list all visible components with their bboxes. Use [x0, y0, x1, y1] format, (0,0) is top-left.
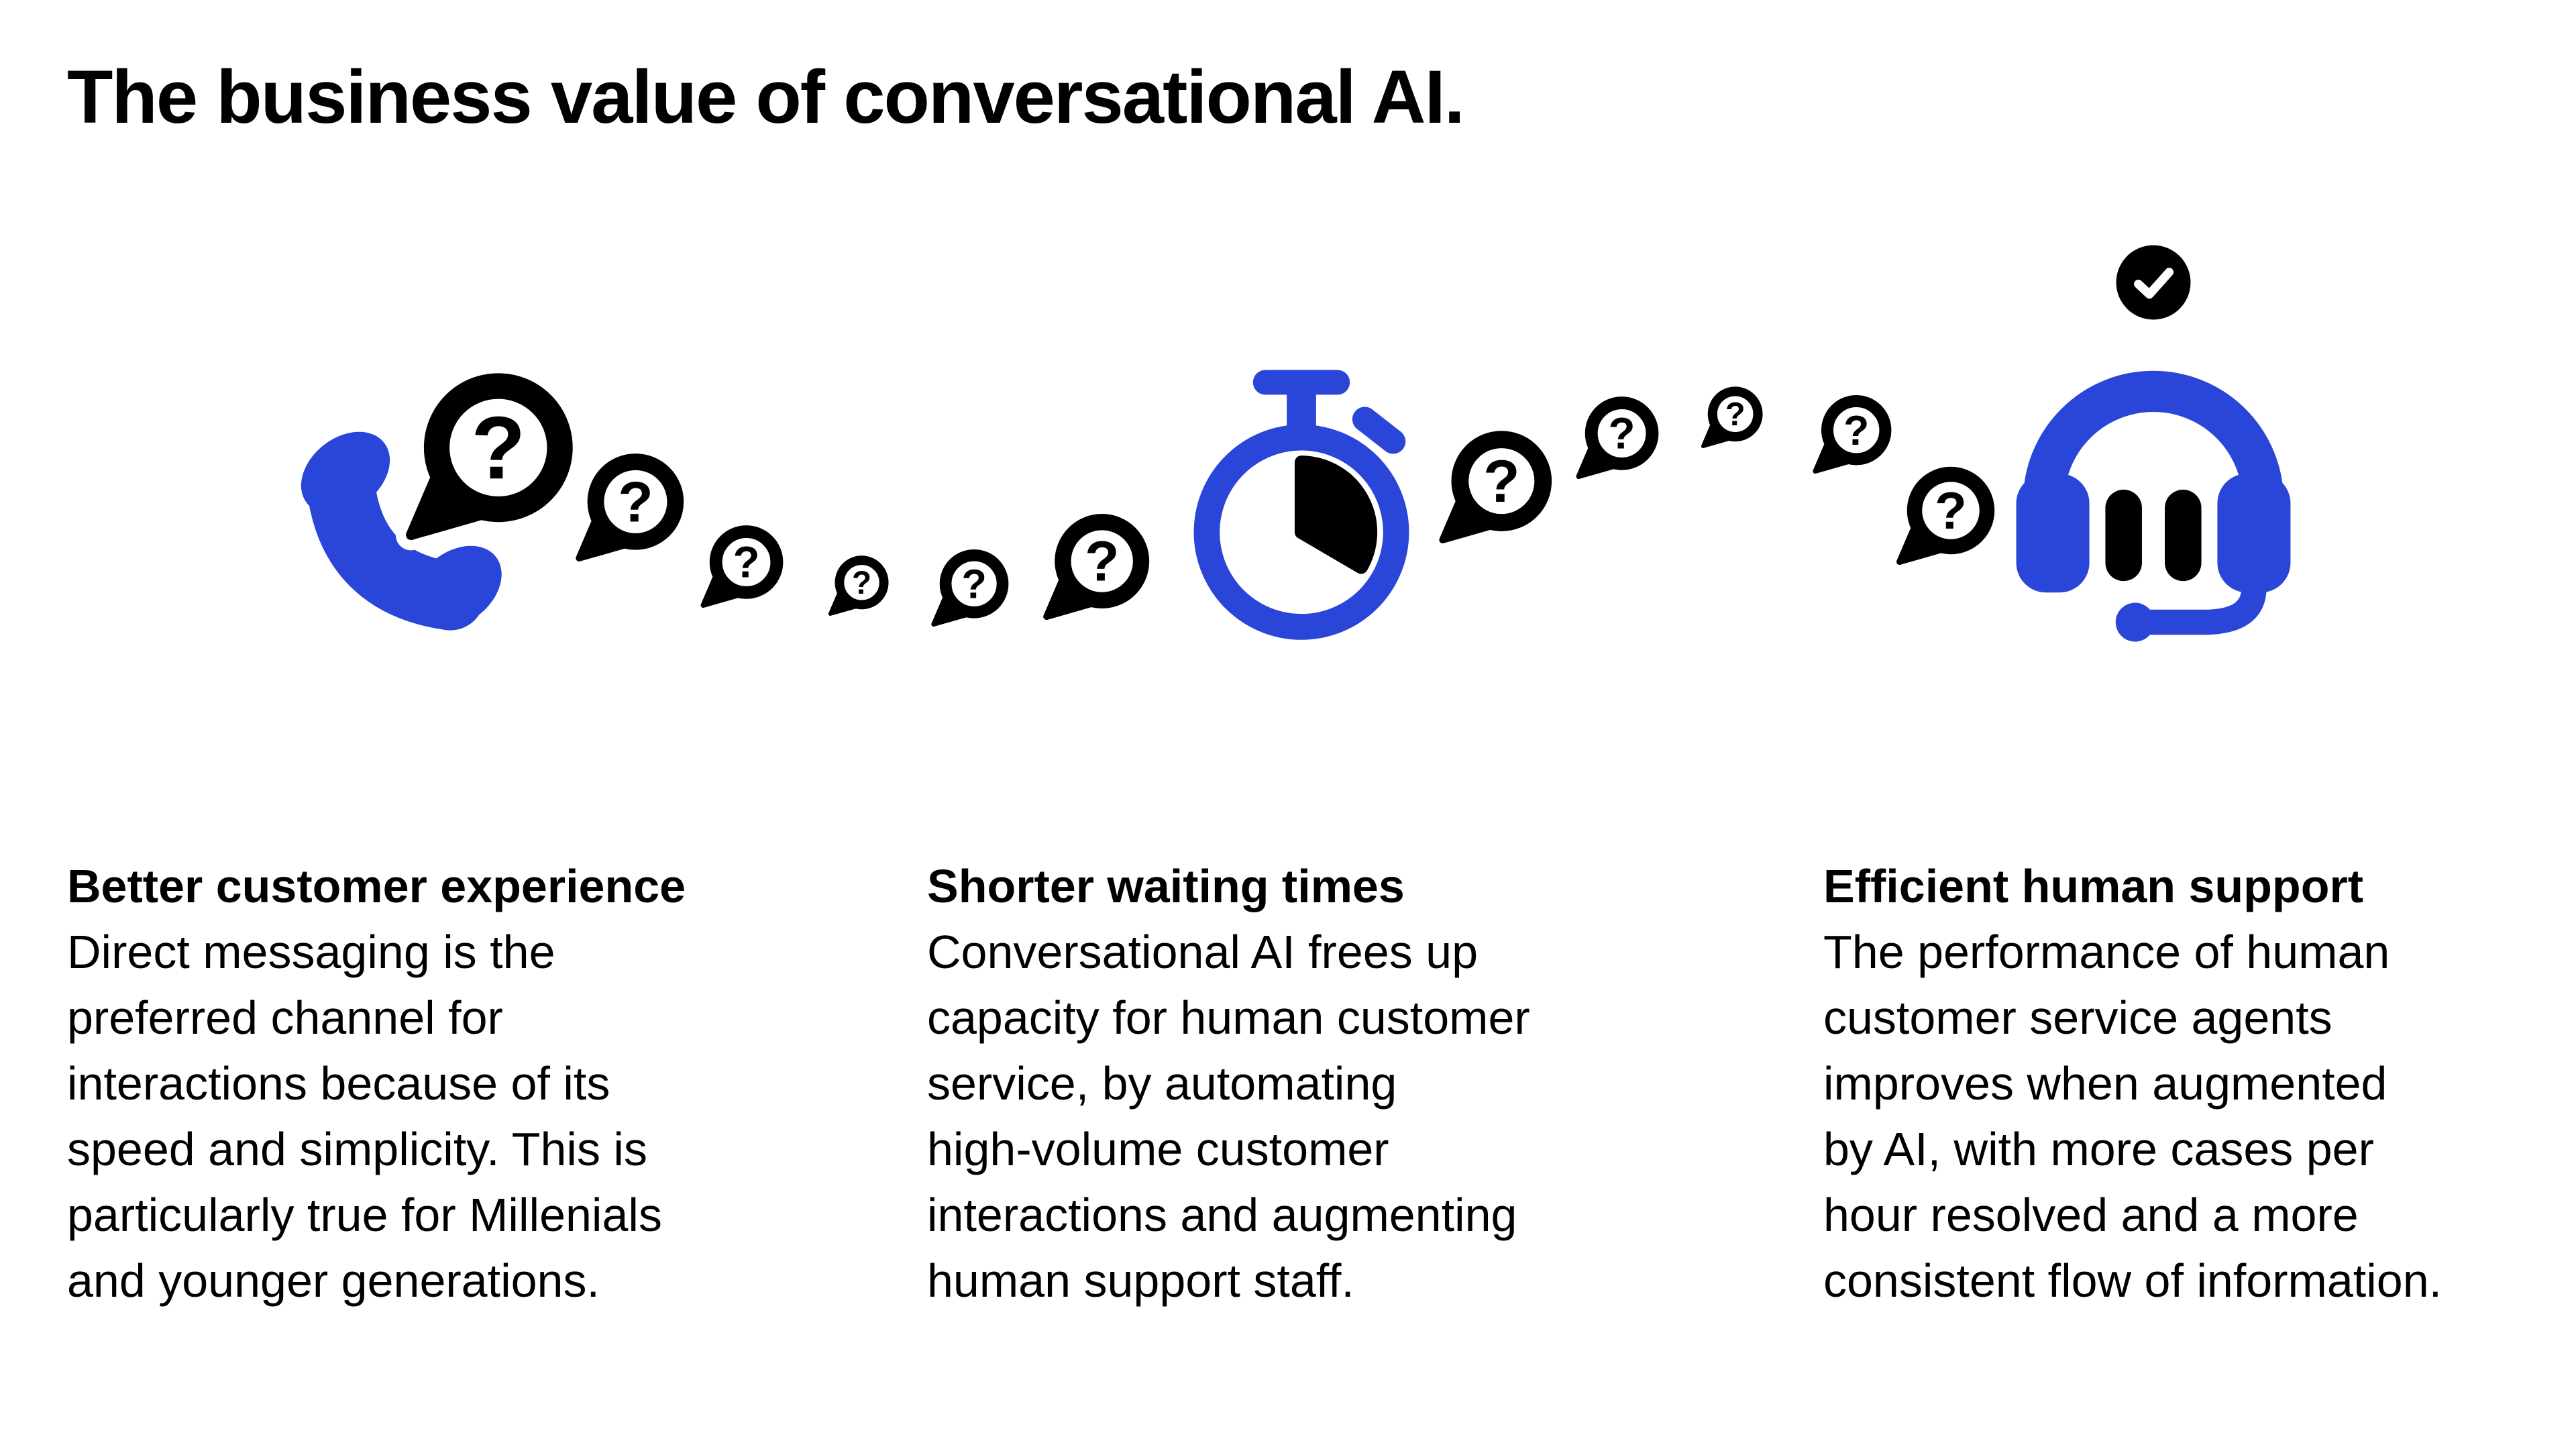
stopwatch-side-button — [1352, 407, 1406, 454]
body-line: Conversational AI frees up — [927, 926, 1479, 978]
bubble-ring — [1707, 386, 1763, 442]
bubble-ring — [709, 525, 784, 599]
question-bubble-icon: ? — [1570, 390, 1665, 484]
bubble-ring — [587, 453, 684, 550]
column-body: Direct messaging is the preferred channel… — [67, 919, 885, 1313]
question-bubble-icon: ? — [1890, 460, 2002, 571]
column-heading: Better customer experience — [67, 860, 686, 912]
question-bubble-icon: ? — [569, 445, 692, 568]
phone-earpiece — [301, 431, 390, 515]
headset-band — [2023, 370, 2284, 502]
headset-mic-tip — [2115, 602, 2155, 642]
body-line: particularly true for Millenials — [67, 1189, 662, 1241]
body-line: by AI, with more cases per — [1823, 1123, 2374, 1175]
question-mark-text: ? — [1483, 447, 1520, 515]
support-headset-icon — [2016, 370, 2291, 642]
illustration-band: ? ? ? ? ? — [301, 245, 2291, 642]
body-line: interactions and augmenting — [927, 1189, 1517, 1241]
question-mark-text: ? — [733, 538, 760, 587]
question-mark-text: ? — [618, 470, 653, 535]
phone-mouthpiece — [413, 545, 502, 629]
bubble-ring — [835, 555, 889, 610]
column-heading: Efficient human support — [1823, 860, 2363, 912]
question-mark-text: ? — [1725, 396, 1746, 433]
check-mark — [2134, 268, 2174, 299]
body-line: The performance of human — [1823, 926, 2390, 978]
question-bubble-icon: ? — [1697, 382, 1768, 452]
question-bubble-icon: ? — [926, 543, 1014, 632]
page-title: The business value of conversational AI. — [67, 55, 1465, 139]
body-line: and younger generations. — [67, 1254, 600, 1307]
headset-left-cup — [2016, 474, 2090, 593]
bubble-ring — [1451, 431, 1552, 531]
body-line: customer service agents — [1823, 991, 2332, 1044]
column-heading: Shorter waiting times — [927, 860, 1405, 912]
headset-right-cup — [2217, 474, 2291, 593]
headset-right-pad — [2165, 489, 2202, 582]
question-bubble-icon: ? — [395, 361, 585, 551]
bubble-ring — [423, 373, 573, 523]
bubble-ring — [1821, 395, 1892, 466]
question-mark-text: ? — [1843, 408, 1869, 454]
column-body: Conversational AI frees up capacity for h… — [927, 919, 1746, 1313]
question-mark-text: ? — [1609, 409, 1635, 458]
question-mark-text: ? — [1085, 530, 1119, 593]
question-bubble-icon: ? — [1432, 423, 1560, 551]
question-bubble-icon: ? — [1036, 506, 1157, 627]
column-shorter-waiting-times: Shorter waiting times Conversational AI … — [927, 853, 1746, 1313]
phone-handset-icon — [301, 431, 502, 631]
body-line: improves when augmented — [1823, 1057, 2387, 1110]
body-line: interactions because of its — [67, 1057, 610, 1110]
body-line: service, by automating — [927, 1057, 1397, 1110]
question-bubble-icon: ? — [695, 519, 790, 613]
check-circle-icon — [2116, 245, 2191, 320]
question-mark-text: ? — [852, 566, 871, 601]
question-mark-text: ? — [1935, 481, 1967, 540]
bubble-ring — [1055, 514, 1150, 608]
stopwatch-icon — [1193, 370, 1409, 640]
bubble-ring — [1585, 396, 1659, 470]
question-mark-text: ? — [961, 561, 986, 608]
stopwatch-elapsed-wedge — [1294, 455, 1378, 574]
body-line: consistent flow of information. — [1823, 1254, 2443, 1307]
bubble-ring — [1907, 466, 1995, 555]
body-line: human support staff. — [927, 1254, 1354, 1307]
question-mark-text: ? — [471, 398, 525, 498]
headset-left-pad — [2105, 489, 2142, 582]
body-line: Direct messaging is the — [67, 926, 555, 978]
body-line: preferred channel for — [67, 991, 503, 1044]
body-line: speed and simplicity. This is — [67, 1123, 647, 1175]
column-better-customer-experience: Better customer experience Direct messag… — [67, 853, 885, 1313]
question-bubble-icon: ? — [1808, 389, 1897, 479]
body-line: capacity for human customer — [927, 991, 1530, 1044]
question-bubble-icon: ? — [824, 551, 893, 620]
headset-mic-boom — [2131, 575, 2267, 635]
column-efficient-human-support: Efficient human support The performance … — [1823, 853, 2576, 1313]
column-body: The performance of human customer service… — [1823, 919, 2576, 1313]
body-line: high-volume customer — [927, 1123, 1389, 1175]
bubble-ring — [939, 549, 1009, 619]
check-circle-bg — [2116, 245, 2191, 320]
body-line: hour resolved and a more — [1823, 1189, 2359, 1241]
